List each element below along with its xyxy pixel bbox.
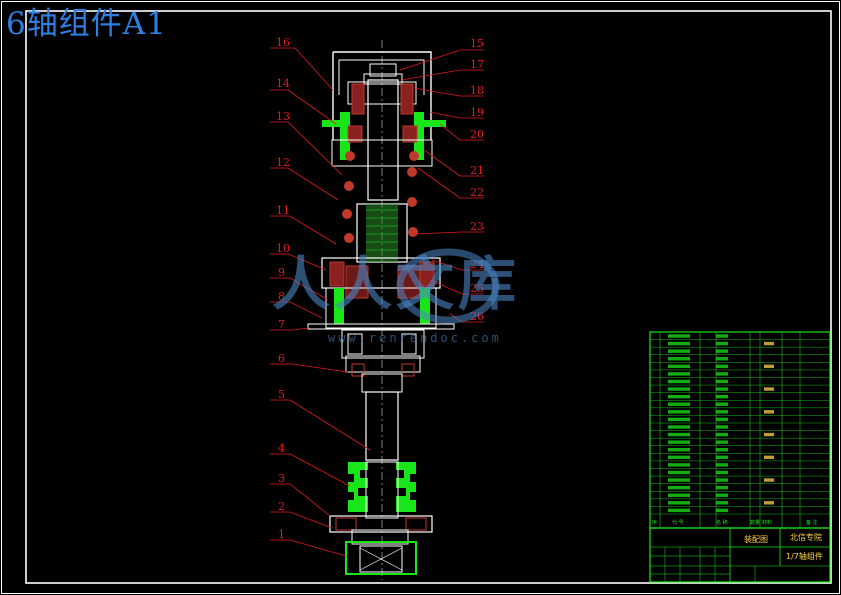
watermark: 人人文库 www.renrendoc.com	[272, 248, 520, 345]
callout-right-15: 15	[470, 37, 484, 50]
title-block-drawing-name: 1/7轴组件	[786, 551, 823, 561]
watermark-ring-icon	[396, 248, 500, 324]
callout-left-13: 13	[276, 110, 290, 123]
title-block-school: 北信专院	[790, 532, 822, 542]
bom-header-header_left: 序	[652, 519, 657, 526]
callout-left-1: 1	[278, 528, 285, 541]
callout-right-19: 19	[470, 106, 484, 119]
watermark-brand: 人人文库	[272, 250, 520, 318]
callout-right-18: 18	[470, 84, 484, 97]
callout-right-17: 17	[470, 58, 484, 71]
callout-left-3: 3	[278, 472, 285, 485]
watermark-url: www.renrendoc.com	[328, 331, 502, 345]
title-block-drawing-type: 装配图	[744, 534, 768, 544]
callout-left-5: 5	[278, 388, 285, 401]
bom-header-header_code: 代 号	[672, 519, 684, 526]
callout-left-12: 12	[276, 156, 290, 169]
callout-left-9: 9	[278, 266, 285, 279]
callout-right-23: 23	[470, 220, 484, 233]
inner-frame	[25, 10, 832, 584]
callout-left-10: 10	[276, 242, 290, 255]
title-block: 装配图 北信专院 1/7轴组件	[649, 527, 831, 583]
bom-header-header_material: 材料	[762, 519, 772, 526]
shaft-assembly	[307, 40, 455, 580]
callout-numbers: 16 14 13 12 11 10 9 8 7 6 5 4 3 2 1 15 1…	[276, 36, 484, 541]
callout-leaders	[270, 47, 484, 557]
bom-header-header_name: 名 称	[716, 519, 728, 526]
callout-right-20: 20	[470, 128, 484, 141]
callout-left-14: 14	[276, 77, 290, 90]
callout-right-21: 21	[470, 164, 484, 177]
parts-list-table: 序 代 号 名 称 数量材料 备 注	[649, 331, 831, 529]
bom-header-header_qty: 数量	[750, 519, 760, 526]
callout-left-4: 4	[278, 442, 285, 455]
callout-left-6: 6	[278, 352, 285, 365]
callout-left-8: 8	[278, 290, 285, 303]
callout-right-22: 22	[470, 186, 484, 199]
callout-left-11: 11	[276, 204, 290, 217]
bom-header-header_note: 备 注	[806, 519, 818, 526]
callout-left-7: 7	[278, 318, 285, 331]
callout-right-25: 25	[470, 282, 484, 295]
callout-left-2: 2	[278, 500, 285, 513]
callout-left-16: 16	[276, 36, 290, 49]
drawing-title: 6轴组件A1	[6, 6, 167, 42]
